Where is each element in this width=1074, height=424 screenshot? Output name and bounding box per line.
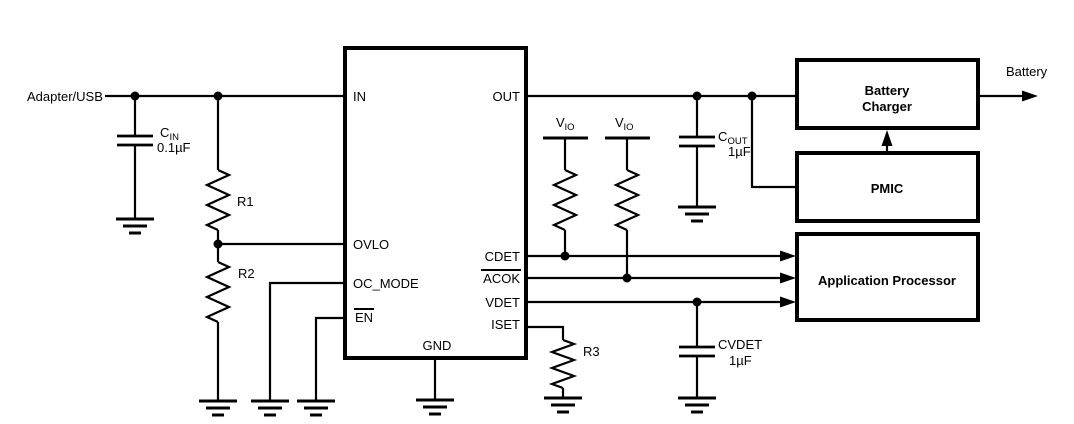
- junction-dot-pmic-branch: [747, 91, 757, 101]
- battery-charger-label-line1: Battery: [865, 83, 911, 98]
- wire-pmic-branch: [750, 96, 797, 189]
- battery-charger-block: [795, 58, 980, 130]
- pin-label-vdet: VDET: [485, 295, 520, 310]
- cout-value: 1µF: [728, 144, 751, 159]
- pin-label-ovlo: OVLO: [353, 237, 389, 252]
- pin-label-acok: ACOK: [483, 271, 520, 286]
- junction-dot-cin: [130, 91, 140, 101]
- cout-label: C: [718, 129, 727, 144]
- cout-plates: [679, 135, 715, 148]
- junction-dot-cdet: [560, 251, 570, 261]
- r1-zigzag: [204, 168, 232, 232]
- arrowhead-pmic-to-charger: [881, 130, 893, 146]
- pmic-label: PMIC: [871, 181, 904, 196]
- r1-label: R1: [237, 194, 254, 209]
- cin-label-sub: IN: [170, 132, 180, 143]
- r2-zigzag: [204, 260, 232, 324]
- vio2-zigzag: [613, 168, 641, 232]
- battery-charger-label-line2: Charger: [862, 99, 912, 114]
- cin-label: C: [160, 125, 169, 140]
- ground-symbol-r2: [199, 399, 237, 417]
- vio1-label-sub: IO: [565, 122, 575, 133]
- wire-oc-mode: [268, 281, 345, 401]
- ground-symbol-r3: [544, 396, 582, 414]
- pin-label-en: EN: [355, 310, 373, 325]
- vio2-label-sub: IO: [624, 122, 634, 133]
- cout-label-sub: OUT: [728, 136, 748, 147]
- pullup-vio-acok: [605, 136, 650, 278]
- cin-plates: [117, 134, 153, 147]
- pmic-block: [795, 151, 980, 223]
- application-processor-block: [795, 232, 980, 322]
- junction-dot-ovlo: [213, 239, 223, 249]
- arrowhead-acok: [780, 272, 796, 284]
- pin-label-in: IN: [353, 89, 366, 104]
- ground-symbol-oc-mode: [251, 399, 289, 417]
- pin-label-oc-mode: OC_MODE: [353, 276, 419, 291]
- wire-iset: [527, 325, 565, 340]
- cvdet-value: 1µF: [729, 353, 752, 368]
- resistor-r2: [199, 244, 237, 417]
- battery-label: Battery: [1006, 64, 1048, 79]
- junction-dot-acok: [622, 273, 632, 283]
- junction-dot-r1: [213, 91, 223, 101]
- pin-label-out: OUT: [493, 89, 521, 104]
- pullup-vio-cdet: [543, 136, 588, 256]
- ground-symbol-cvdet: [678, 396, 716, 414]
- pin-label-iset: ISET: [491, 317, 520, 332]
- r3-zigzag: [548, 338, 578, 390]
- resistor-r3: [544, 338, 582, 414]
- capacitor-cin: [116, 96, 154, 235]
- vio1-label: V: [556, 115, 565, 130]
- r2-label: R2: [238, 266, 255, 281]
- ground-symbol-en: [297, 399, 335, 417]
- pin-label-gnd: GND: [423, 338, 452, 353]
- cvdet-plates: [679, 345, 715, 358]
- vio2-label: V: [615, 115, 624, 130]
- pin-label-cdet: CDET: [485, 249, 520, 264]
- input-source-label: Adapter/USB: [27, 89, 103, 104]
- cvdet-label: CVDET: [718, 337, 762, 352]
- arrowhead-cdet: [780, 250, 796, 262]
- capacitor-cvdet: [678, 302, 716, 414]
- resistor-r1: [204, 96, 232, 244]
- ground-symbol-cout: [678, 205, 716, 223]
- ground-symbol-gnd-pin: [416, 398, 454, 416]
- cin-value: 0.1µF: [157, 140, 191, 155]
- arrowhead-vdet: [780, 296, 796, 308]
- capacitor-cout: [678, 96, 716, 223]
- vio1-zigzag: [551, 168, 579, 232]
- ground-symbol-cin: [116, 217, 154, 235]
- wire-en: [314, 316, 345, 401]
- arrowhead-battery: [1022, 90, 1038, 102]
- r3-label: R3: [583, 344, 600, 359]
- junction-dot-vdet: [692, 297, 702, 307]
- application-processor-label: Application Processor: [818, 273, 956, 288]
- junction-dot-cout: [692, 91, 702, 101]
- ic-block: [343, 46, 528, 360]
